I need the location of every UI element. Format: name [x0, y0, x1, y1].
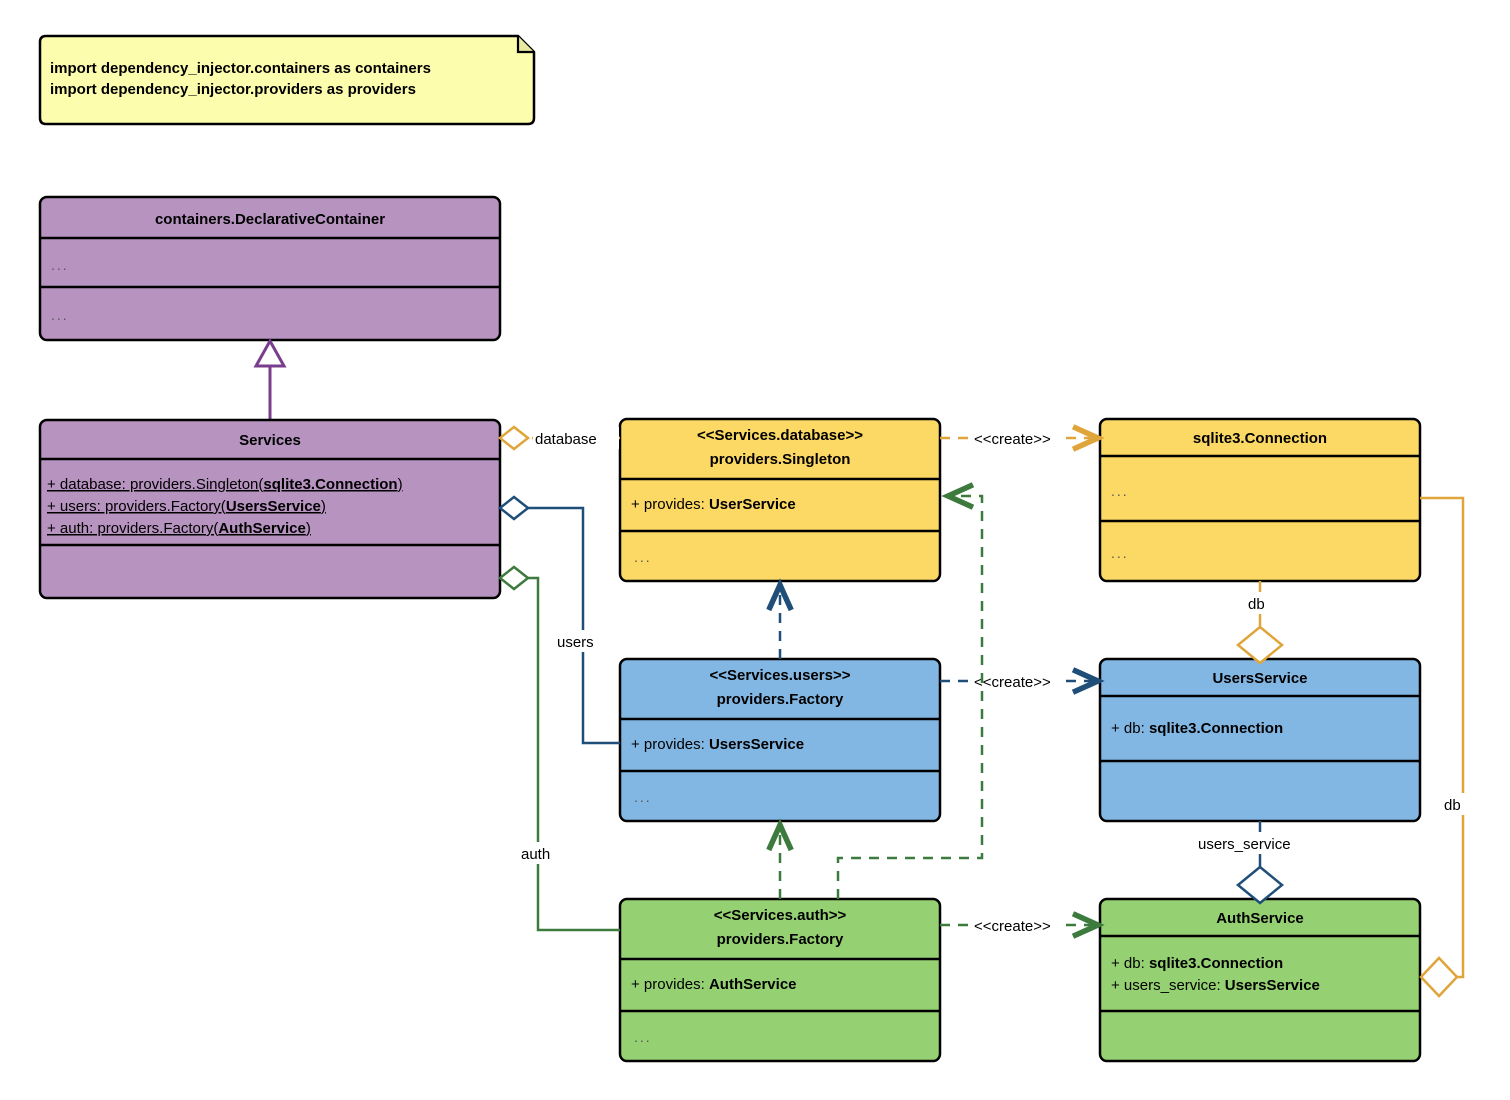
services-users-title: providers.Factory: [717, 691, 844, 708]
edge-label-db-1: db: [1248, 596, 1265, 613]
class-box-services[interactable]: Services + database: providers.Singleton…: [38, 418, 502, 600]
services-database-title: providers.Singleton: [710, 451, 851, 468]
aggregation-diamond-icon-users-service: [1236, 865, 1284, 905]
auth-service-attribute-db: + db: sqlite3.Connection: [1111, 955, 1283, 972]
aggregation-diamond-icon-database: [497, 425, 531, 451]
aggregation-diamond-icon-auth: [497, 565, 531, 591]
edge-label-users-service: users_service: [1198, 836, 1291, 853]
services-database-attribute-provides: + provides: UserService: [631, 496, 796, 513]
aggregation-diamond-icon-db-users: [1236, 625, 1284, 665]
edge-services-auth: auth: [497, 565, 620, 932]
edge-services-users: users: [497, 495, 620, 745]
services-attribute-database: + database: providers.Singleton(sqlite3.…: [47, 476, 403, 493]
class-box-services-database[interactable]: <<Services.database>> providers.Singleto…: [618, 417, 942, 583]
services-attribute-users: + users: providers.Factory(UsersService): [47, 498, 326, 515]
edge-label-auth: auth: [521, 846, 550, 863]
sqlite3-connection-title: sqlite3.Connection: [1193, 430, 1327, 447]
services-auth-ops-placeholder: ...: [634, 1029, 652, 1045]
edge-create-database-to-connection: <<create>>: [940, 424, 1105, 452]
note-line-1: import dependency_injector.containers as…: [50, 60, 431, 77]
services-users-ops-placeholder: ...: [634, 789, 652, 805]
edge-label-create-2: <<create>>: [974, 674, 1051, 691]
import-note: import dependency_injector.containers as…: [38, 34, 536, 126]
services-database-stereotype: <<Services.database>>: [697, 427, 863, 444]
note-line-2: import dependency_injector.providers as …: [50, 81, 416, 98]
sqlite3-connection-attrs-placeholder: ...: [1111, 483, 1129, 499]
declarative-container-ops-placeholder: ...: [51, 307, 69, 323]
aggregation-diamond-icon-db-auth: [1419, 956, 1459, 998]
services-auth-attribute-provides: + provides: AuthService: [631, 976, 797, 993]
edge-create-users-to-users-service: <<create>>: [940, 667, 1105, 695]
sqlite3-connection-ops-placeholder: ...: [1111, 545, 1129, 561]
services-users-attribute-provides: + provides: UsersService: [631, 736, 804, 753]
class-box-services-auth[interactable]: <<Services.auth>> providers.Factory + pr…: [618, 897, 942, 1063]
edge-label-create-1: <<create>>: [974, 431, 1051, 448]
edge-db-connection-to-users-service: db: [1236, 581, 1284, 665]
services-title: Services: [239, 432, 301, 449]
class-box-services-users[interactable]: <<Services.users>> providers.Factory + p…: [618, 657, 942, 823]
edge-label-db-2: db: [1444, 797, 1461, 814]
edge-label-create-3: <<create>>: [974, 918, 1051, 935]
aggregation-diamond-icon-users: [497, 495, 531, 521]
services-database-ops-placeholder: ...: [634, 549, 652, 565]
class-box-users-service[interactable]: UsersService + db: sqlite3.Connection: [1098, 657, 1422, 823]
services-auth-stereotype: <<Services.auth>>: [714, 907, 847, 924]
services-auth-title: providers.Factory: [717, 931, 844, 948]
generalization-services-to-declarative-container: [253, 337, 287, 420]
class-box-declarative-container[interactable]: containers.DeclarativeContainer ... ...: [38, 195, 502, 342]
services-attribute-auth: + auth: providers.Factory(AuthService): [47, 520, 311, 537]
auth-service-attribute-users-service: + users_service: UsersService: [1111, 977, 1320, 994]
services-users-stereotype: <<Services.users>>: [710, 667, 851, 684]
class-box-sqlite3-connection[interactable]: sqlite3.Connection ... ...: [1098, 417, 1422, 583]
declarative-container-attrs-placeholder: ...: [51, 257, 69, 273]
generalization-triangle-icon: [253, 337, 287, 368]
auth-service-title: AuthService: [1216, 910, 1304, 927]
class-box-auth-service[interactable]: AuthService + db: sqlite3.Connection + u…: [1098, 897, 1422, 1063]
declarative-container-title: containers.DeclarativeContainer: [155, 211, 385, 228]
users-service-title: UsersService: [1212, 670, 1307, 687]
edge-label-database: database: [535, 431, 597, 448]
edge-db-connection-to-auth-service: db: [1419, 496, 1470, 998]
edge-label-users: users: [557, 634, 594, 651]
edge-dependency-auth-to-database: [836, 482, 984, 899]
edge-users-service-to-auth-service: users_service: [1194, 821, 1328, 905]
edge-create-auth-to-auth-service: <<create>>: [940, 911, 1105, 939]
users-service-attribute-db: + db: sqlite3.Connection: [1111, 720, 1283, 737]
edge-services-database: database: [497, 425, 620, 451]
